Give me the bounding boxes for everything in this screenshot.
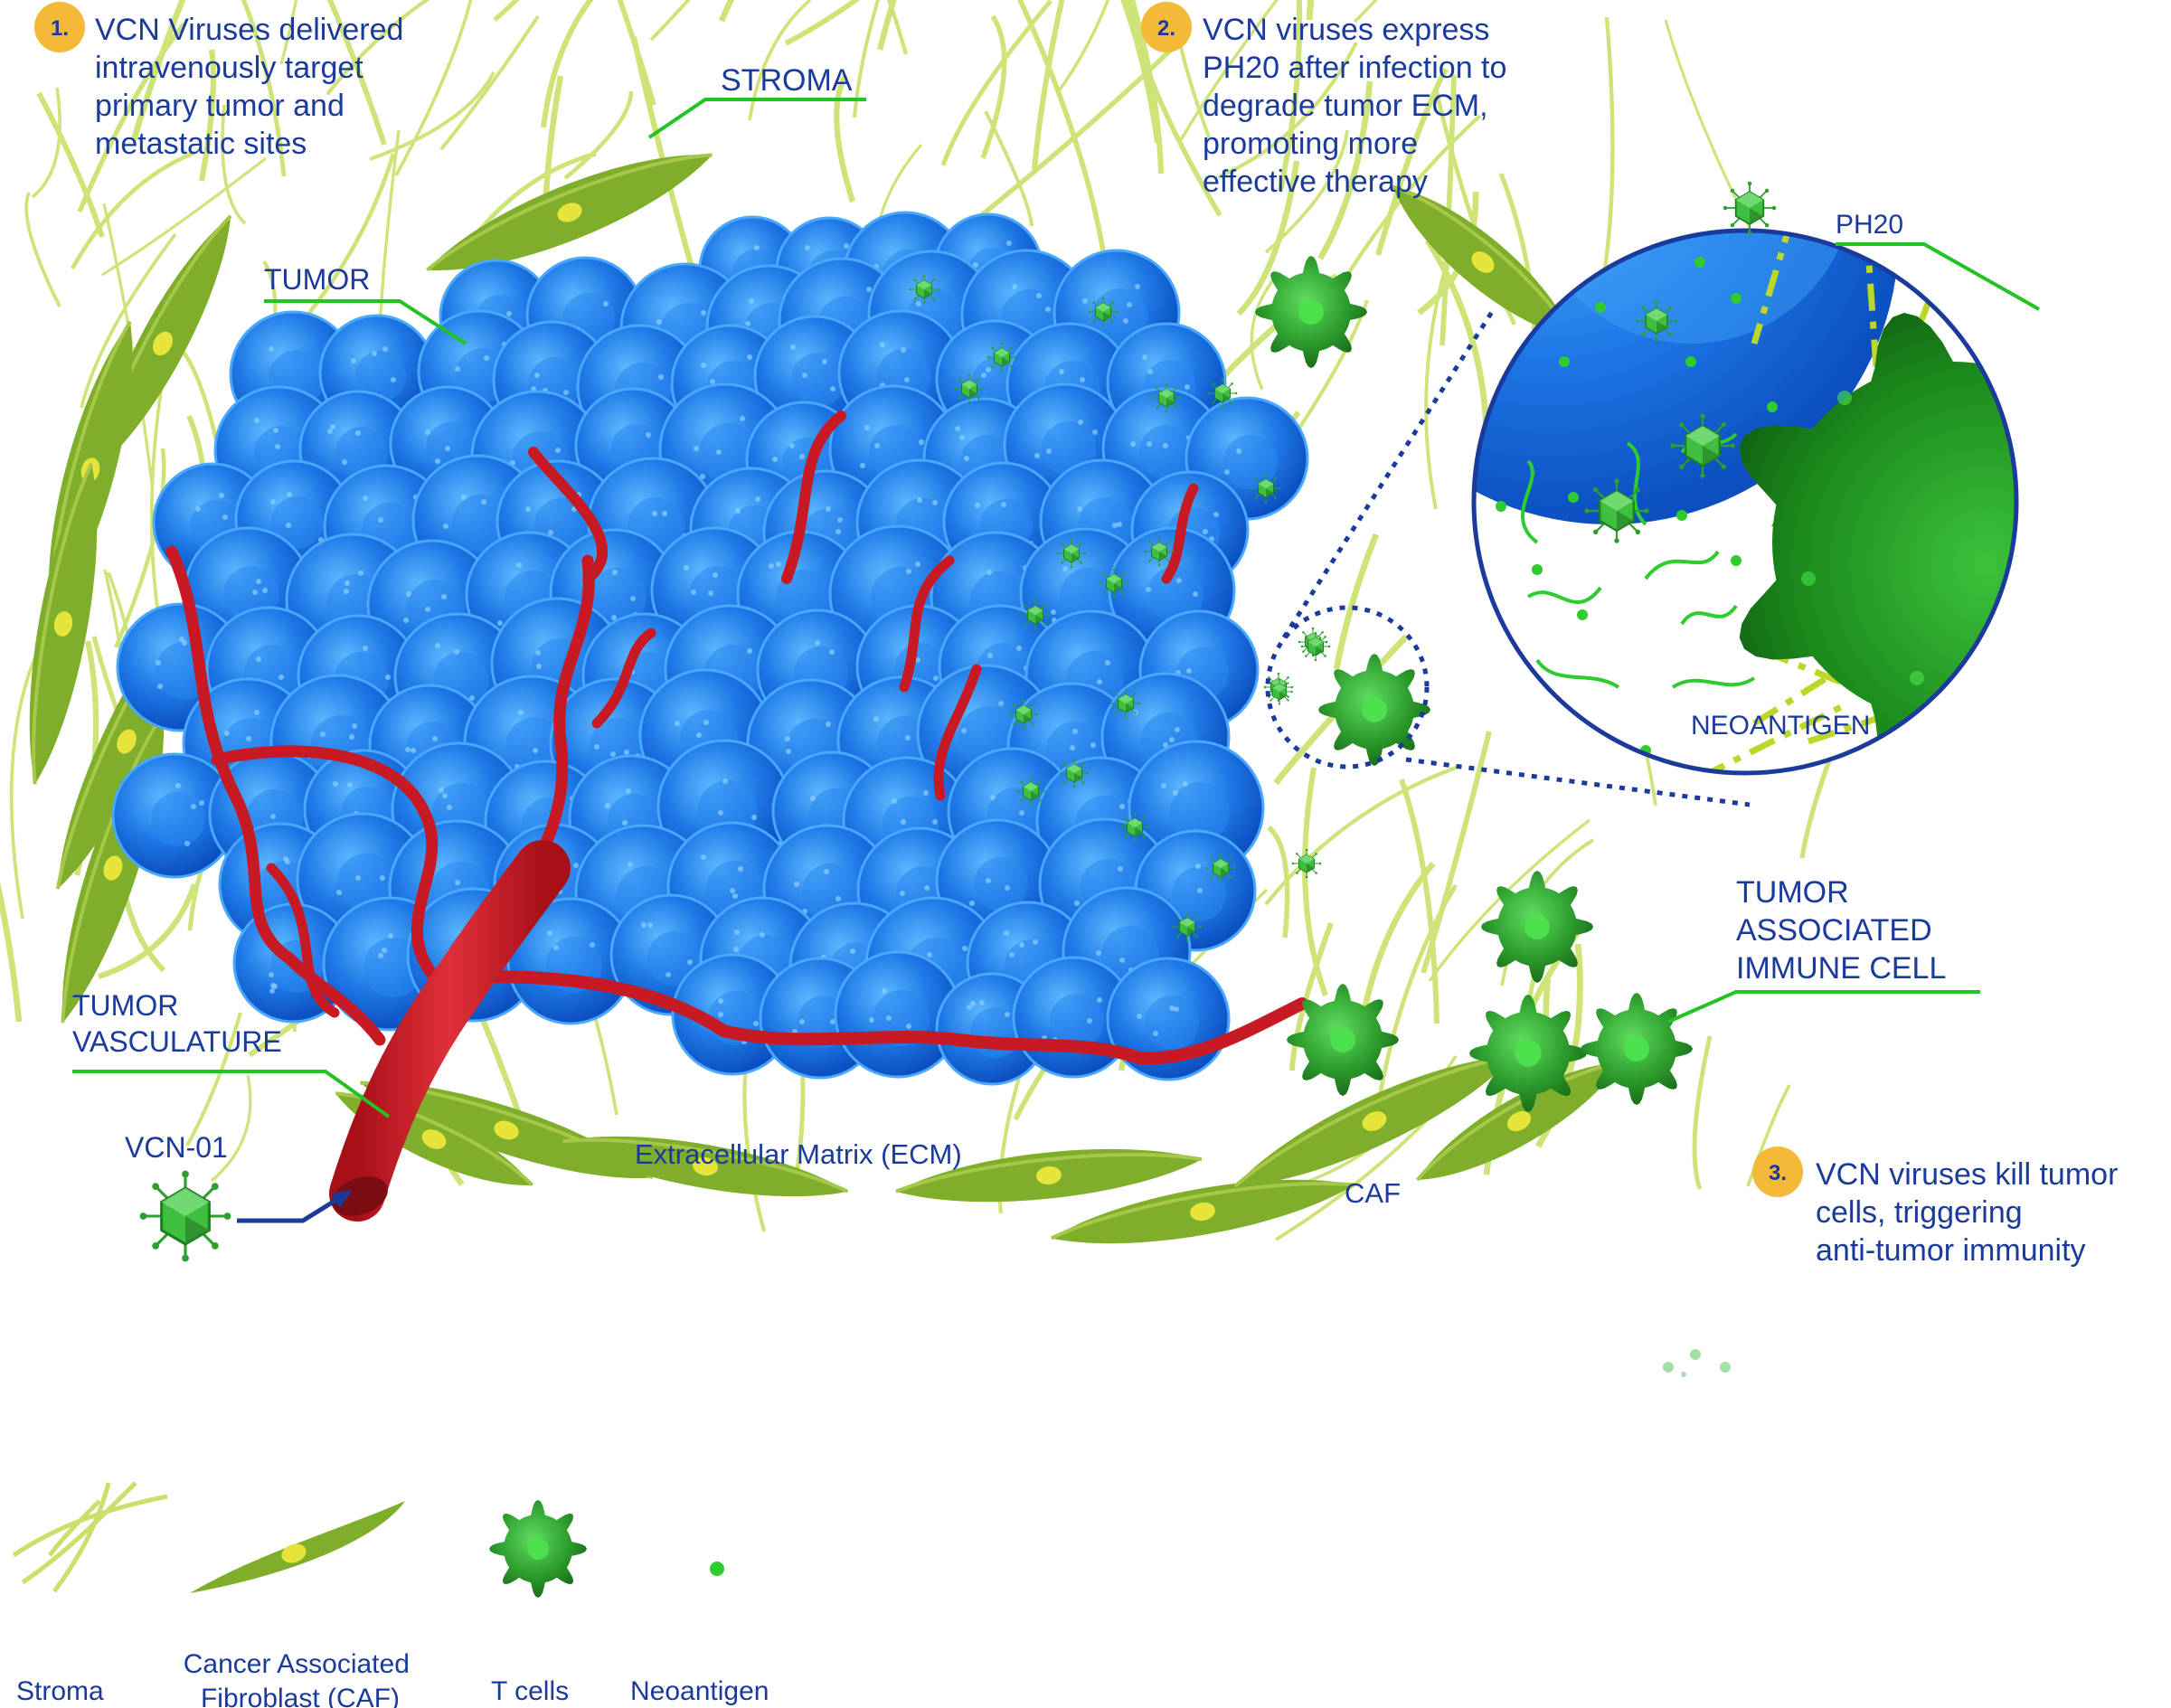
step-2-badge (1141, 2, 1192, 52)
label-vcn01: VCN-01 (125, 1131, 228, 1164)
tumor-mass (111, 211, 1309, 1086)
legend: Stroma Cancer Associated Fibroblast (CAF… (12, 1481, 769, 1708)
label-caf: CAF (1345, 1177, 1401, 1209)
step-2: 2. VCN viruses express PH20 after infect… (1141, 2, 1515, 199)
label-ecm: Extracellular Matrix (ECM) (635, 1138, 962, 1170)
svg-text:VCN viruses express PH20: VCN viruses express PH20 after infection… (1203, 13, 1515, 199)
tumor-vasculature (165, 410, 1308, 1222)
svg-text:VCN viruses kill tumor c: VCN viruses kill tumor cells, triggering… (1816, 1157, 2127, 1268)
label-neoantigen: NEOANTIGEN (1691, 711, 1870, 741)
step-1: 1. VCN Viruses delivered intravenously t… (34, 2, 412, 161)
step-1-badge (34, 2, 85, 52)
legend-caf-label: Cancer Associated Fibroblast (CAF) (184, 1649, 417, 1708)
leader-lines (72, 98, 2040, 1118)
label-tumor: TUMOR (264, 263, 370, 296)
step-3: 3. VCN viruses kill tumor cells, trigger… (1752, 1147, 2127, 1268)
zoom-pointer (1265, 310, 1751, 807)
label-immune-cell: TUMOR ASSOCIATED IMMUNE CELL (1736, 875, 1946, 986)
free-neoantigen-dots (1663, 1349, 1731, 1377)
neoantigen-icon (710, 1562, 724, 1576)
label-tumor-vasculature: TUMOR VASCULATURE (72, 989, 282, 1058)
legend-stroma-label: Stroma (16, 1676, 104, 1706)
label-ph20: PH20 (1836, 210, 1903, 240)
tumor-associated-immune-cells (1255, 256, 1693, 1113)
legend-tcell-label: T cells (491, 1676, 569, 1706)
caf-icon (190, 1501, 405, 1593)
svg-text:1.: 1. (51, 16, 69, 41)
stroma-icon (12, 1481, 168, 1593)
svg-text:VCN Viruses delivered in: VCN Viruses delivered intravenously targ… (95, 13, 412, 161)
vcn01-arrow (237, 1190, 353, 1223)
step-3-badge (1752, 1147, 1803, 1197)
label-stroma: STROMA (721, 63, 853, 98)
svg-text:2.: 2. (1157, 16, 1175, 41)
svg-text:3.: 3. (1769, 1161, 1787, 1185)
legend-neoantigen-label: Neoantigen (630, 1676, 769, 1706)
t-cell-icon (489, 1500, 587, 1598)
